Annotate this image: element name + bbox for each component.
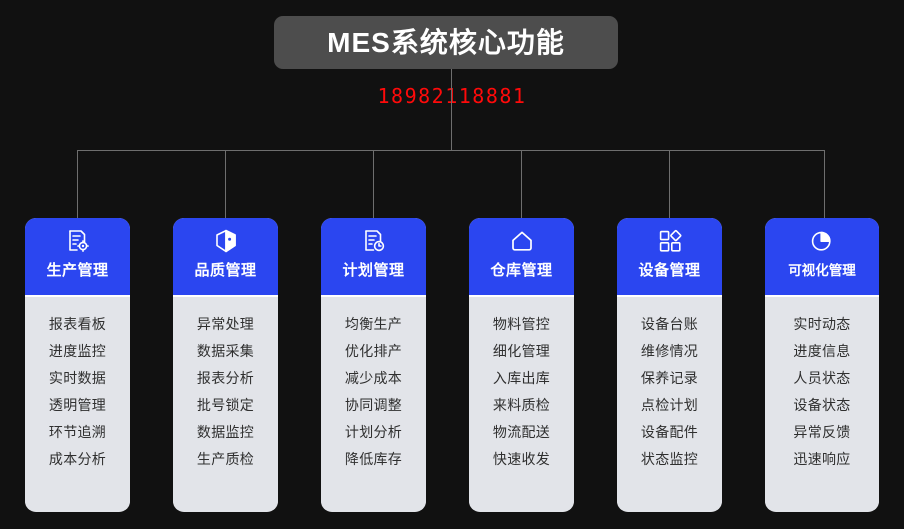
list-item[interactable]: 快速收发 (492, 451, 551, 467)
feature-card-visualization[interactable]: 可视化管理 实时动态 进度信息 人员状态 设备状态 异常反馈 迅速响应 (765, 218, 879, 512)
card-item-list: 均衡生产 优化排产 减少成本 协同调整 计划分析 降低库存 (321, 297, 426, 510)
connector-drop-6 (824, 150, 825, 218)
card-title: 品质管理 (194, 262, 257, 279)
list-item[interactable]: 设备台账 (640, 316, 699, 332)
list-item[interactable]: 点检计划 (640, 397, 699, 413)
document-clock-icon (361, 228, 387, 254)
card-item-list: 异常处理 数据采集 报表分析 批号锁定 数据监控 生产质检 (173, 297, 278, 510)
card-header: 设备管理 (617, 218, 722, 297)
main-title-banner: MES系统核心功能 (274, 16, 618, 69)
list-item[interactable]: 成本分析 (48, 451, 107, 467)
list-item[interactable]: 设备配件 (640, 424, 699, 440)
list-item[interactable]: 优化排产 (344, 343, 403, 359)
list-item[interactable]: 环节追溯 (48, 424, 107, 440)
warehouse-house-icon (509, 228, 535, 254)
connector-crossbar (77, 150, 825, 151)
list-item[interactable]: 细化管理 (492, 343, 551, 359)
list-item[interactable]: 减少成本 (344, 370, 403, 386)
card-header: 品质管理 (173, 218, 278, 297)
list-item[interactable]: 计划分析 (344, 424, 403, 440)
list-item[interactable]: 人员状态 (793, 370, 851, 386)
list-item[interactable]: 进度信息 (793, 343, 851, 359)
list-item[interactable]: 异常处理 (196, 316, 255, 332)
list-item[interactable]: 进度监控 (48, 343, 107, 359)
card-item-list: 报表看板 进度监控 实时数据 透明管理 环节追溯 成本分析 (25, 297, 130, 510)
list-item[interactable]: 物流配送 (492, 424, 551, 440)
document-gear-icon (65, 228, 91, 254)
card-title: 设备管理 (638, 262, 701, 279)
list-item[interactable]: 异常反馈 (793, 424, 851, 440)
list-item[interactable]: 降低库存 (344, 451, 403, 467)
list-item[interactable]: 物料管控 (492, 316, 551, 332)
list-item[interactable]: 批号锁定 (196, 397, 255, 413)
feature-card-warehouse[interactable]: 仓库管理 物料管控 细化管理 入库出库 来料质检 物流配送 快速收发 (469, 218, 574, 512)
card-item-list: 物料管控 细化管理 入库出库 来料质检 物流配送 快速收发 (469, 297, 574, 510)
card-header: 生产管理 (25, 218, 130, 297)
list-item[interactable]: 报表分析 (196, 370, 255, 386)
feature-card-quality[interactable]: 品质管理 异常处理 数据采集 报表分析 批号锁定 数据监控 生产质检 (173, 218, 278, 512)
feature-card-equipment[interactable]: 设备管理 设备台账 维修情况 保养记录 点检计划 设备配件 状态监控 (617, 218, 722, 512)
connector-trunk (451, 69, 452, 150)
card-header: 计划管理 (321, 218, 426, 297)
feature-card-plan[interactable]: 计划管理 均衡生产 优化排产 减少成本 协同调整 计划分析 降低库存 (321, 218, 426, 512)
list-item[interactable]: 实时动态 (793, 316, 851, 332)
phone-number: 18982118881 (377, 84, 527, 108)
list-item[interactable]: 协同调整 (344, 397, 403, 413)
list-item[interactable]: 维修情况 (640, 343, 699, 359)
list-item[interactable]: 数据监控 (196, 424, 255, 440)
list-item[interactable]: 生产质检 (196, 451, 255, 467)
list-item[interactable]: 实时数据 (48, 370, 107, 386)
list-item[interactable]: 均衡生产 (344, 316, 403, 332)
feature-cards-row: 生产管理 报表看板 进度监控 实时数据 透明管理 环节追溯 成本分析 品质管理 (25, 218, 879, 512)
page-title: MES系统核心功能 (327, 26, 565, 58)
feature-card-production[interactable]: 生产管理 报表看板 进度监控 实时数据 透明管理 环节追溯 成本分析 (25, 218, 130, 512)
card-item-list: 设备台账 维修情况 保养记录 点检计划 设备配件 状态监控 (617, 297, 722, 510)
list-item[interactable]: 数据采集 (196, 343, 255, 359)
card-title: 可视化管理 (788, 263, 856, 278)
list-item[interactable]: 来料质检 (492, 397, 551, 413)
card-title: 仓库管理 (490, 262, 553, 279)
list-item[interactable]: 入库出库 (492, 370, 551, 386)
connector-drop-3 (373, 150, 374, 218)
connector-drop-2 (225, 150, 226, 218)
connector-drop-4 (521, 150, 522, 218)
card-header: 仓库管理 (469, 218, 574, 297)
card-title: 生产管理 (46, 262, 109, 279)
cube-box-icon (213, 228, 239, 254)
connector-drop-1 (77, 150, 78, 218)
connector-drop-5 (669, 150, 670, 218)
list-item[interactable]: 设备状态 (793, 397, 851, 413)
card-item-list: 实时动态 进度信息 人员状态 设备状态 异常反馈 迅速响应 (765, 297, 879, 510)
card-header: 可视化管理 (765, 218, 879, 297)
pie-chart-icon (809, 228, 835, 254)
list-item[interactable]: 状态监控 (640, 451, 699, 467)
list-item[interactable]: 保养记录 (640, 370, 699, 386)
list-item[interactable]: 透明管理 (48, 397, 107, 413)
card-title: 计划管理 (342, 262, 405, 279)
modules-grid-icon (657, 228, 683, 254)
list-item[interactable]: 报表看板 (48, 316, 107, 332)
list-item[interactable]: 迅速响应 (793, 451, 851, 467)
